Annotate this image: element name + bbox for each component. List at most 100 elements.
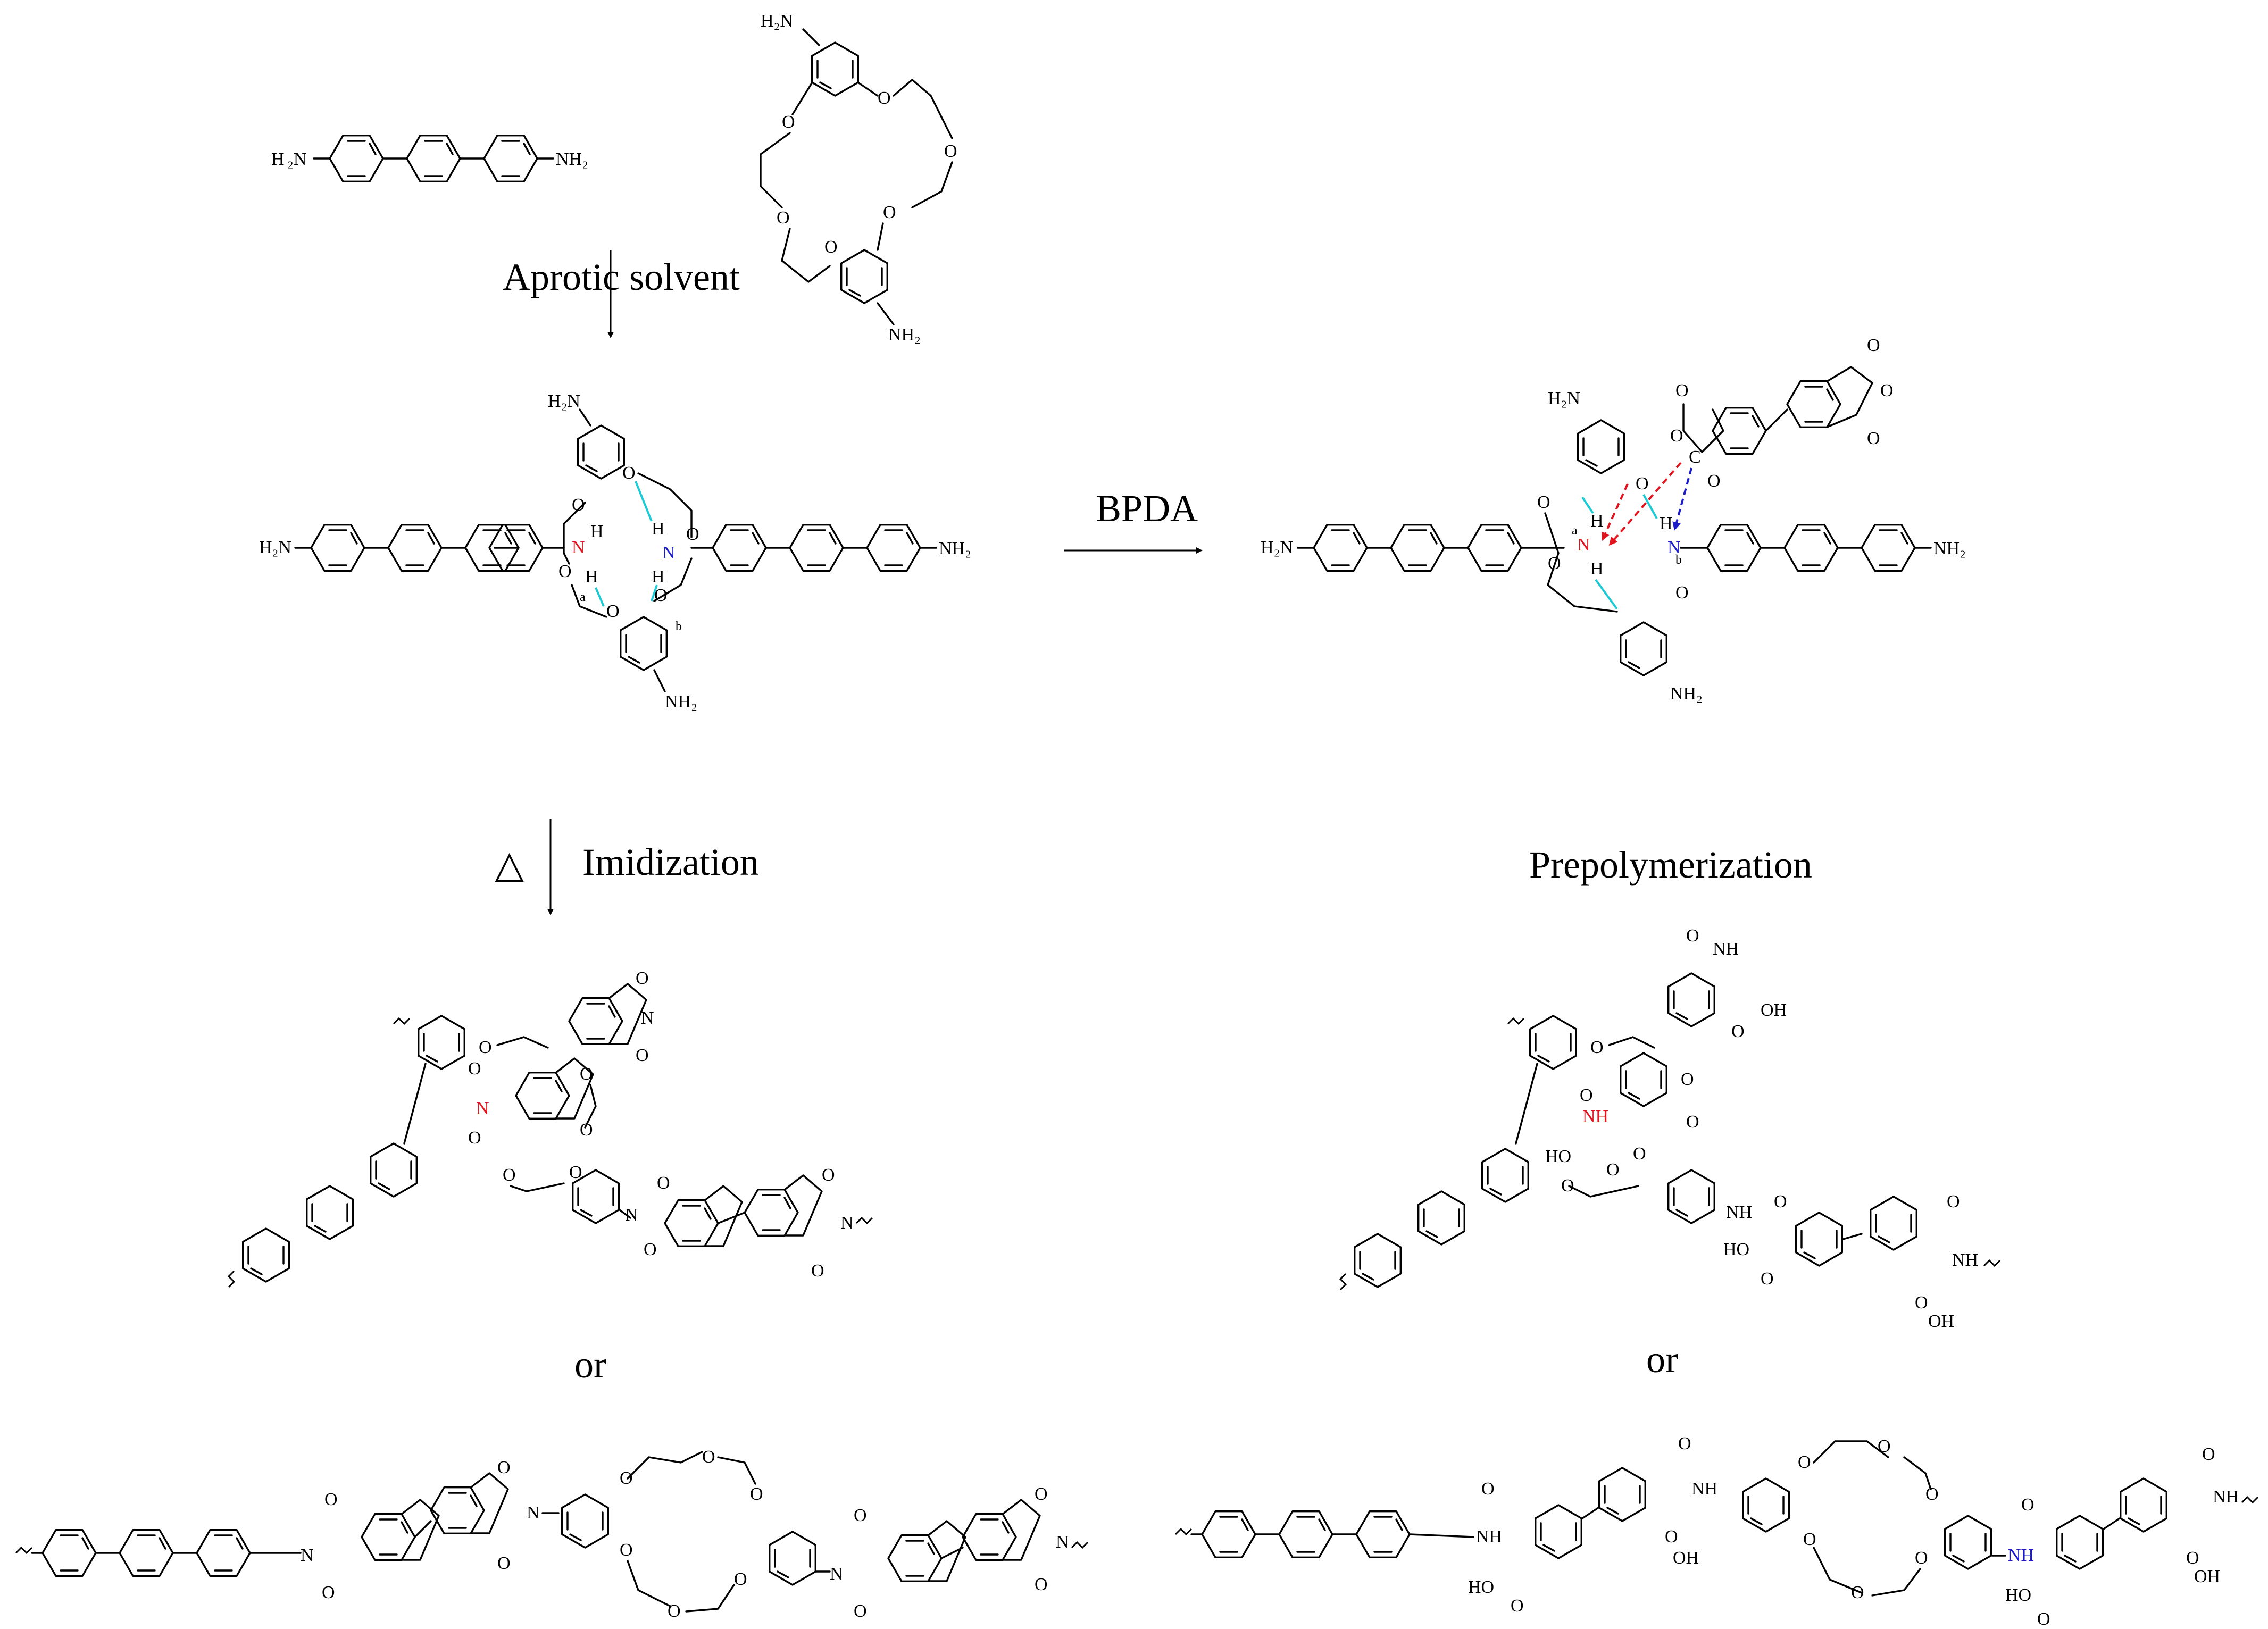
svg-text:O: O [1774, 1192, 1787, 1212]
svg-text:O: O [883, 203, 896, 222]
svg-text:NH: NH [1952, 1250, 1978, 1270]
svg-text:H: H [1590, 559, 1604, 579]
svg-text:O: O [644, 1240, 657, 1259]
svg-text:O: O [2186, 1548, 2199, 1568]
svg-text:O: O [668, 1601, 681, 1621]
svg-text:NH₂: NH₂ [939, 539, 971, 558]
polyimide-linear: N O O O N O O O O O O O N O O O N O [15, 1447, 1089, 1621]
svg-text:N: N [572, 538, 585, 557]
svg-text:N: N [1056, 1532, 1069, 1552]
svg-text:O: O [1035, 1575, 1048, 1594]
polyimide-cyclic: O O N O O O N O O O O N O O O N O [227, 968, 873, 1288]
crown-ether-diamine: H₂N O O O O O O NH₂ [760, 11, 957, 345]
svg-text:O: O [497, 1458, 511, 1477]
svg-text:HO: HO [2005, 1585, 2031, 1605]
svg-text:O: O [322, 1583, 335, 1602]
svg-text:O: O [1803, 1530, 1816, 1549]
svg-text:O: O [2021, 1495, 2034, 1515]
heat-symbol: △ [495, 843, 524, 886]
svg-text:O: O [1867, 336, 1880, 355]
svg-text:O: O [1681, 1070, 1694, 1089]
svg-text:O: O [1636, 474, 1649, 494]
svg-text:O: O [1561, 1176, 1574, 1196]
svg-text:N: N [840, 1213, 854, 1233]
svg-text:O: O [1548, 554, 1561, 573]
svg-text:O: O [1678, 1434, 1691, 1453]
bpda-attack-complex: H₂N H₂N O O O NH₂ N H H a H N b O O O C … [1261, 336, 1966, 704]
svg-text:O: O [1035, 1484, 1048, 1504]
svg-text:O: O [1880, 381, 1894, 400]
svg-text:O: O [734, 1569, 747, 1589]
polyamic-acid-cyclic: O O NH OH O O NH HO O O O O O NH O HO O … [1339, 926, 2001, 1331]
svg-text:O: O [2037, 1609, 2050, 1629]
label-prepolymerization: Prepolymerization [1529, 843, 1812, 886]
svg-text:O: O [503, 1165, 516, 1185]
svg-text:O: O [468, 1128, 481, 1148]
svg-text:O: O [1665, 1527, 1678, 1547]
svg-text:N: N [1667, 538, 1681, 557]
svg-text:NH: NH [1691, 1479, 1717, 1499]
svg-text:O: O [1707, 471, 1721, 491]
svg-text:O: O [824, 237, 838, 257]
svg-text:O: O [620, 1468, 633, 1488]
svg-text:N: N [625, 1205, 638, 1225]
svg-text:H: H [271, 149, 285, 169]
svg-text:O: O [750, 1484, 763, 1504]
svg-text:O: O [1686, 1112, 1699, 1132]
svg-text:O: O [1867, 429, 1880, 448]
svg-text:b: b [1675, 553, 1682, 567]
svg-text:O: O [1537, 492, 1550, 512]
svg-text:OH: OH [2194, 1567, 2220, 1586]
svg-text:O: O [686, 524, 699, 544]
svg-text:N: N [641, 1008, 654, 1028]
svg-text:NH₂: NH₂ [1670, 684, 1703, 704]
svg-text:O: O [479, 1038, 492, 1057]
svg-text:a: a [580, 590, 586, 604]
svg-text:O: O [854, 1506, 867, 1525]
svg-text:O: O [1481, 1479, 1495, 1499]
svg-text:O: O [1580, 1085, 1593, 1105]
svg-text:H₂N: H₂N [548, 391, 580, 411]
svg-text:N: N [476, 1099, 489, 1118]
svg-text:HO: HO [1545, 1147, 1571, 1166]
svg-text:H: H [1590, 511, 1604, 531]
svg-text:O: O [1731, 1022, 1745, 1041]
svg-text:H₂N: H₂N [761, 11, 793, 31]
svg-text:NH: NH [1726, 1202, 1752, 1222]
svg-text:O: O [822, 1165, 835, 1185]
svg-text:HO: HO [1468, 1577, 1494, 1597]
svg-text:NH: NH [1476, 1527, 1502, 1547]
svg-text:H₂N: H₂N [1548, 389, 1580, 408]
label-aprotic-solvent: Aprotic solvent [503, 256, 740, 298]
svg-text:C: C [1689, 447, 1701, 467]
svg-text:O: O [1675, 583, 1689, 603]
svg-text:O: O [944, 141, 957, 161]
svg-text:H: H [652, 567, 665, 587]
svg-text:NH₂: NH₂ [665, 692, 697, 712]
svg-text:HO: HO [1723, 1240, 1749, 1259]
svg-text:a: a [1572, 524, 1578, 538]
polyamic-acid-linear: NH O HO O O OH O NH O O O O O O NH O HO … [1174, 1434, 2259, 1629]
svg-text:O: O [1686, 926, 1699, 946]
svg-text:O: O [782, 112, 795, 132]
label-or-right: or [1646, 1338, 1678, 1381]
svg-text:₂N: ₂N [287, 149, 306, 169]
svg-text:O: O [878, 88, 891, 108]
svg-text:OH: OH [1761, 1000, 1787, 1020]
svg-text:O: O [580, 1064, 593, 1084]
svg-text:O: O [497, 1553, 511, 1573]
svg-text:O: O [657, 1173, 670, 1193]
host-guest-complex: H₂N H₂N O O O O O O NH₂ N H H N H H a b [259, 391, 971, 712]
svg-text:O: O [1878, 1436, 1891, 1456]
svg-text:H: H [652, 519, 665, 539]
svg-text:O: O [606, 602, 620, 621]
svg-text:O: O [1606, 1160, 1620, 1180]
svg-text:O: O [1633, 1144, 1646, 1164]
svg-text:NH: NH [1582, 1107, 1608, 1126]
svg-text:NH₂: NH₂ [1933, 539, 1966, 558]
label-imidization: Imidization [582, 841, 759, 883]
svg-text:O: O [622, 463, 636, 483]
svg-text:O: O [1675, 381, 1689, 400]
svg-text:O: O [1511, 1596, 1524, 1616]
